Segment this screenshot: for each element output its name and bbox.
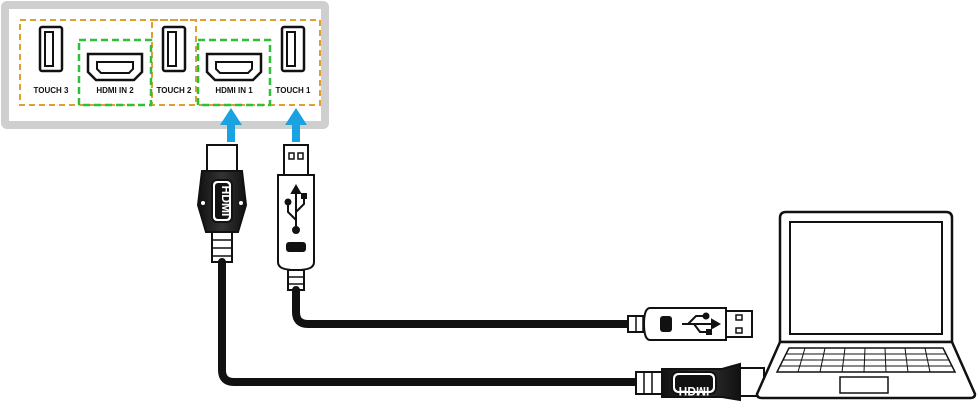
port-touch-2: TOUCH 2 bbox=[157, 25, 193, 95]
hdmi-plug-label-inner bbox=[215, 183, 229, 219]
port-touch-1: TOUCH 1 bbox=[276, 25, 312, 95]
usb-plug-hole bbox=[735, 314, 743, 321]
port-label-hdmi-in-1: HDMI IN 1 bbox=[215, 86, 253, 95]
hdmi-plug-top: HDMI bbox=[196, 144, 248, 263]
usb-port-tongue bbox=[44, 31, 54, 67]
laptop-screen bbox=[789, 221, 943, 335]
usb-plug-top bbox=[277, 144, 315, 291]
usb-plug-grip bbox=[660, 316, 672, 332]
hdmi-plug-text: HDMI bbox=[679, 384, 710, 398]
hdmi-port-inner bbox=[96, 61, 134, 74]
io-panel: TOUCH 3 HDMI IN 2 TOUCH 2 HDMI IN 1 TOUC… bbox=[1, 1, 329, 129]
laptop-keys bbox=[780, 347, 952, 373]
hdmi-plug-grip bbox=[239, 201, 243, 205]
port-label-touch-1: TOUCH 1 bbox=[276, 86, 312, 95]
hdmi-group-outline-1 bbox=[196, 38, 272, 107]
usb-plug-hole bbox=[288, 152, 295, 160]
hdmi-strain-relief bbox=[635, 371, 663, 395]
hdmi-port-inner bbox=[215, 61, 253, 74]
usb-plug-laptop bbox=[627, 307, 753, 341]
arrow-up-icon bbox=[220, 108, 242, 142]
usb-icon bbox=[284, 183, 307, 234]
usb-icon bbox=[682, 312, 722, 335]
hdmi-plug-tip bbox=[206, 144, 238, 172]
hdmi-strain-relief bbox=[211, 231, 233, 263]
arrow-up-icon bbox=[285, 108, 307, 142]
port-label-hdmi-in-2: HDMI IN 2 bbox=[96, 86, 134, 95]
port-label-touch-3: TOUCH 3 bbox=[34, 86, 70, 95]
laptop-touchpad bbox=[839, 376, 889, 394]
usb-port-tongue bbox=[286, 31, 296, 67]
usb-port-tongue bbox=[167, 31, 177, 67]
port-hdmi-in-2: HDMI IN 2 bbox=[86, 52, 144, 95]
port-touch-3: TOUCH 3 bbox=[34, 25, 70, 95]
hdmi-plug-text: HDMI bbox=[219, 186, 233, 217]
usb-plug-grip bbox=[286, 242, 306, 252]
port-hdmi-in-1: HDMI IN 1 bbox=[205, 52, 263, 95]
usb-plug-hole bbox=[735, 327, 743, 334]
port-label-touch-2: TOUCH 2 bbox=[157, 86, 193, 95]
laptop-icon bbox=[755, 210, 977, 400]
usb-plug-tip bbox=[283, 144, 309, 176]
hdmi-group-outline-2 bbox=[77, 38, 153, 107]
hdmi-cable bbox=[218, 258, 644, 386]
usb-plug-hole bbox=[297, 152, 304, 160]
hdmi-plug-laptop: HDMI bbox=[635, 362, 765, 402]
usb-cable bbox=[292, 286, 634, 328]
hdmi-plug-grip bbox=[201, 201, 205, 205]
hdmi-plug-label-inner bbox=[675, 375, 713, 391]
